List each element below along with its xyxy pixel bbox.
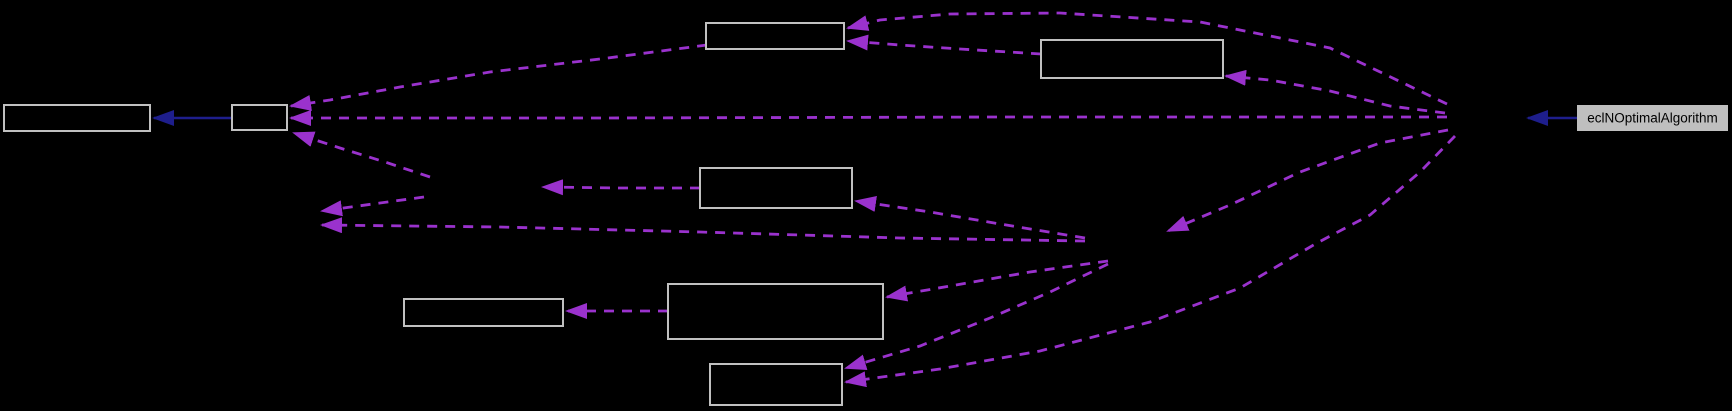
- node-box[interactable]: [403, 298, 564, 327]
- node-box[interactable]: [1577, 105, 1728, 131]
- node-box[interactable]: [709, 363, 843, 406]
- node-box[interactable]: [667, 283, 884, 340]
- class-node-node-middle[interactable]: [699, 167, 853, 209]
- node-box[interactable]: [231, 104, 288, 131]
- graph-edge-right-to-middle: [854, 196, 1086, 240]
- node-layer: eclNOptimalAlgorithm: [3, 22, 1728, 406]
- graph-edge-right-to-bottom: [844, 262, 1109, 370]
- graph-edge-right-to-leftstub: [320, 217, 1086, 243]
- node-label: eclNOptimalAlgorithm: [1587, 111, 1718, 126]
- graph-edge-hub-to-topright: [1224, 69, 1446, 115]
- edge-layer: [152, 11, 1578, 388]
- class-node-node-bottomleft[interactable]: [403, 298, 564, 327]
- class-node-node-bottomcenter[interactable]: [667, 283, 884, 340]
- graph-edge-hub-to-bottom: [844, 135, 1457, 388]
- graph-edge-mid-to-small: [292, 131, 431, 179]
- class-node-node-small[interactable]: [231, 104, 288, 131]
- graph-edge-hub-to-top: [846, 11, 1448, 106]
- class-node-node-topright[interactable]: [1040, 39, 1224, 79]
- class-node-node-top[interactable]: [705, 22, 845, 50]
- graph-edge-middle-to-leftstub: [541, 179, 700, 196]
- node-box[interactable]: [3, 104, 151, 132]
- node-box[interactable]: [1040, 39, 1224, 79]
- graph-edge-topright-to-top: [846, 34, 1042, 56]
- class-node-node-left[interactable]: [3, 104, 151, 132]
- class-node-node-bottom[interactable]: [709, 363, 843, 406]
- graph-edge-hub-to-small: [289, 110, 1447, 126]
- node-box[interactable]: [699, 167, 853, 209]
- node-box[interactable]: [705, 22, 845, 50]
- graph-edge-top-to-small: [289, 43, 708, 111]
- graph-edge-hub-to-right: [1166, 128, 1449, 233]
- selected-class-node[interactable]: eclNOptimalAlgorithm: [1577, 105, 1728, 131]
- graph-edge-right-to-bcenter: [885, 259, 1109, 302]
- graph-edge-mid-to-leftstub: [320, 195, 425, 217]
